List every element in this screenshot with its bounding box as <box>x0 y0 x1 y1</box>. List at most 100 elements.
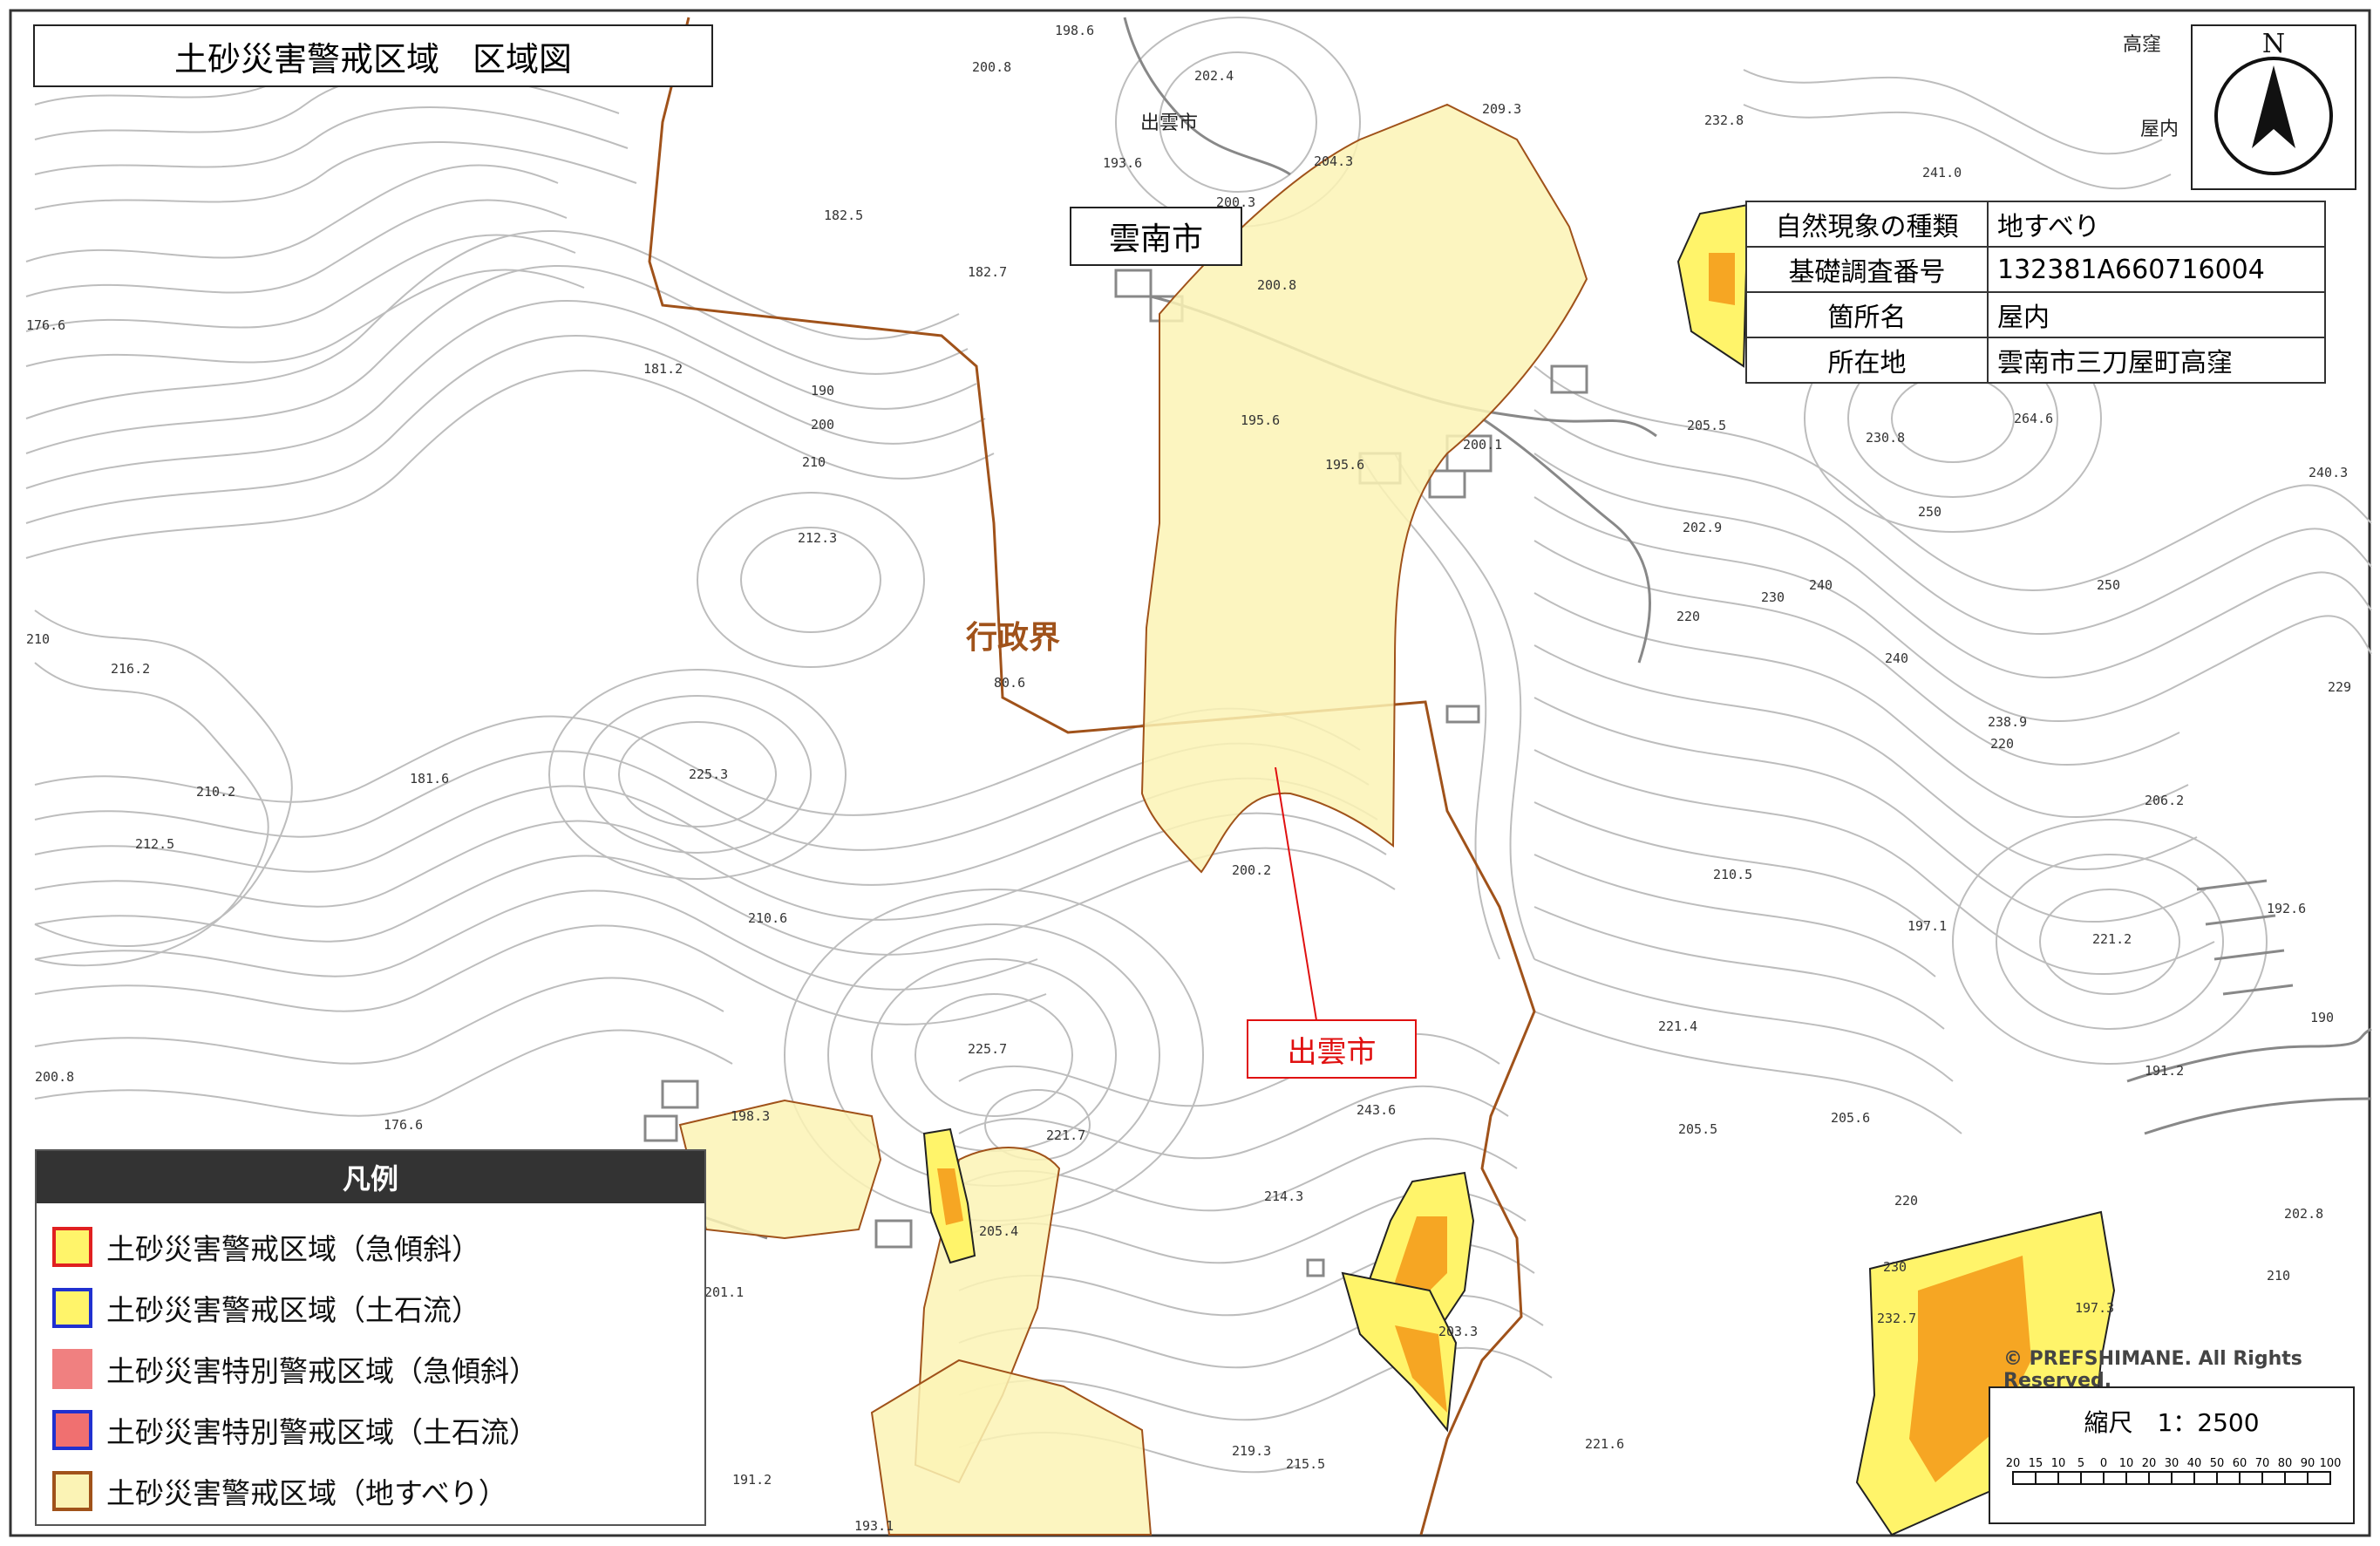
scale-tick-label: 60 <box>2233 1457 2247 1470</box>
contour-label: 176.6 <box>384 1117 423 1133</box>
scale-tick-label: 5 <box>2077 1457 2084 1470</box>
contour-label: 243.6 <box>1357 1102 1396 1118</box>
contour-label: 204.3 <box>1314 153 1353 169</box>
admin-boundary-label: 行政界 <box>966 620 1061 656</box>
city-leader-line <box>1275 766 1317 1021</box>
legend-swatch <box>52 1349 92 1389</box>
contour-label: 216.2 <box>111 661 150 677</box>
city-label-unnan: 雲南市 <box>1070 207 1242 266</box>
contour-label: 221.6 <box>1585 1436 1624 1452</box>
contour-label: 220 <box>1676 609 1700 624</box>
contour-label: 197.3 <box>2075 1300 2114 1316</box>
scale-tick-label: 10 <box>2119 1457 2134 1470</box>
legend-item: 土砂災害警戒区域（土石流） <box>52 1282 480 1334</box>
contour-label: 232.8 <box>1704 112 1744 128</box>
contour-label: 221.7 <box>1046 1127 1085 1143</box>
place-label-izumo-small: 出雲市 <box>1140 112 1198 134</box>
contour-label: 220 <box>1990 736 2014 752</box>
north-arrow: N <box>2191 24 2356 190</box>
contour-label: 202.8 <box>2284 1206 2323 1222</box>
scale-tick-label: 30 <box>2165 1457 2179 1470</box>
contour-label: 190 <box>811 383 834 398</box>
contour-label: 221.4 <box>1658 1018 1697 1034</box>
contour-label: 181.2 <box>643 361 683 377</box>
landslide-zones <box>678 103 1588 1536</box>
scale-tick-label: 90 <box>2301 1457 2315 1470</box>
info-key: 基礎調査番号 <box>1745 246 1989 293</box>
contour-label: 202.9 <box>1683 520 1722 535</box>
main-landslide-zone <box>1140 103 1588 874</box>
scale-tick-label: 20 <box>2142 1457 2157 1470</box>
north-letter: N <box>2262 29 2285 59</box>
scale-tick-label: 20 <box>2006 1457 2021 1470</box>
contour-label: 250 <box>2097 577 2120 593</box>
contour-label: 193.1 <box>854 1518 894 1534</box>
info-key: 所在地 <box>1745 337 1989 384</box>
contour-label: 200.8 <box>972 59 1011 75</box>
contour-label: 190 <box>2310 1010 2334 1025</box>
info-value: 地すべり <box>1987 201 2326 248</box>
contour-label: 240 <box>1809 577 1833 593</box>
info-value: 屋内 <box>1987 291 2326 338</box>
scale-tick-label: 50 <box>2210 1457 2225 1470</box>
contour-label: 181.6 <box>410 771 449 787</box>
north-arrow-icon: N <box>2214 29 2333 175</box>
legend-swatch <box>52 1227 92 1267</box>
info-row: 所在地雲南市三刀屋町高窪 <box>1745 337 2326 384</box>
scale-tick-label: 100 <box>2320 1457 2342 1470</box>
legend-title: 凡例 <box>37 1151 704 1203</box>
legend-item: 土砂災害警戒区域（急傾斜） <box>52 1221 480 1273</box>
contour-label: 210 <box>2267 1268 2290 1284</box>
contour-label: 80.6 <box>994 675 1025 691</box>
contour-label: 197.1 <box>1907 918 1947 934</box>
contour-labels: 198.6200.8202.4193.6200.3204.3209.3182.5… <box>26 23 2351 1534</box>
legend-label: 土砂災害警戒区域（地すべり） <box>106 1476 507 1510</box>
contour-label: 200 <box>811 417 834 432</box>
contour-label: 182.5 <box>824 208 863 223</box>
info-row: 自然現象の種類地すべり <box>1745 201 2326 248</box>
info-key: 自然現象の種類 <box>1745 201 1989 248</box>
contour-label: 200.1 <box>1463 437 1502 453</box>
contour-label: 212.5 <box>135 836 174 852</box>
contour-label: 210.6 <box>748 910 787 926</box>
info-value: 132381A660716004 <box>1987 246 2326 293</box>
contour-lines <box>25 17 2372 1474</box>
admin-boundary-line <box>648 17 1536 1536</box>
contour-label: 250 <box>1918 504 1941 520</box>
contour-label: 215.5 <box>1286 1456 1325 1472</box>
contour-label: 200.3 <box>1216 194 1255 210</box>
place-label-takakubo: 高窪 <box>2123 34 2161 56</box>
contour-label: 225.7 <box>968 1041 1007 1057</box>
contour-label: 209.3 <box>1482 101 1521 117</box>
contour-label: 193.6 <box>1103 155 1142 171</box>
scale-tick-label: 0 <box>2100 1457 2107 1470</box>
legend-item: 土砂災害警戒区域（地すべり） <box>52 1465 507 1517</box>
scale-label: 縮尺 1：2500 <box>2084 1408 2260 1437</box>
legend-label: 土砂災害特別警戒区域（土石流） <box>106 1415 538 1449</box>
contour-label: 200.2 <box>1232 862 1271 878</box>
contour-label: 240 <box>1885 650 1908 666</box>
contour-label: 206.2 <box>2145 793 2184 808</box>
legend: 凡例 土砂災害警戒区域（急傾斜） 土砂災害警戒区域（土石流） 土砂災害特別警戒区域（… <box>35 1149 706 1526</box>
contour-label: 241.0 <box>1922 165 1962 180</box>
contour-label: 229 <box>2328 679 2351 695</box>
contour-label: 182.7 <box>968 264 1007 280</box>
contour-label: 205.6 <box>1831 1110 1870 1126</box>
scale-tick-label: 70 <box>2255 1457 2270 1470</box>
south-landslide-zone-2 <box>870 1359 1153 1536</box>
contour-label: 225.3 <box>689 766 728 782</box>
contour-label: 219.3 <box>1232 1443 1271 1459</box>
contour-label: 201.1 <box>704 1284 744 1300</box>
contour-label: 230 <box>1761 589 1785 605</box>
contour-label: 202.4 <box>1194 68 1234 84</box>
contour-label: 205.4 <box>979 1223 1018 1239</box>
contour-label: 264.6 <box>2014 411 2053 426</box>
contour-label: 192.6 <box>2267 901 2306 916</box>
contour-label: 214.3 <box>1264 1188 1303 1204</box>
contour-label: 230.8 <box>1866 430 1905 446</box>
contour-label: 220 <box>1894 1193 1918 1209</box>
contour-label: 205.5 <box>1678 1121 1717 1137</box>
